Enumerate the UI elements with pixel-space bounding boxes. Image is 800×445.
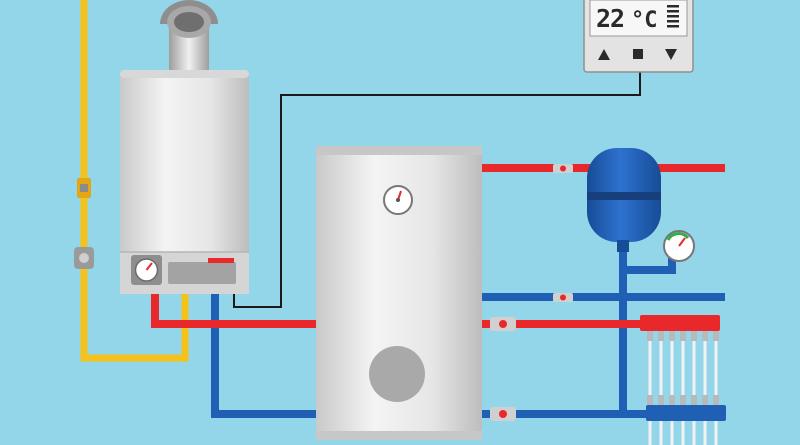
valve-icon <box>490 407 516 421</box>
manifold-loop-outlet <box>670 421 674 445</box>
thermostat-temperature: 22 <box>596 4 624 33</box>
underfloor-manifold <box>640 315 726 445</box>
gas-pipe-union <box>74 247 94 269</box>
manifold-loops <box>647 331 719 445</box>
thermostat-down-button[interactable] <box>665 49 677 60</box>
manifold-port-hot <box>713 331 719 341</box>
valve-icon <box>553 164 573 173</box>
expansion-vessel <box>587 148 661 252</box>
temperature-gauge-icon <box>383 185 413 215</box>
manifold-loop-tube <box>703 331 707 405</box>
thermostat-level-bars <box>667 5 679 28</box>
boiler-display-panel <box>168 262 236 284</box>
manifold-port-hot <box>647 331 653 341</box>
pressure-gauge-icon <box>663 230 695 262</box>
manifold-hot-bar <box>640 315 720 331</box>
hot-water-tank <box>316 146 482 440</box>
manifold-loop-tube <box>648 331 652 405</box>
manifold-loop-outlet <box>681 421 685 445</box>
manifold-cold-bar <box>646 405 726 421</box>
manifold-port-cold <box>658 395 664 405</box>
manifold-loop-tube <box>670 331 674 405</box>
manifold-port-hot <box>658 331 664 341</box>
manifold-loop-outlet <box>692 421 696 445</box>
gas-boiler <box>120 70 249 294</box>
manifold-loop-tube <box>692 331 696 405</box>
manifold-loop-outlet <box>659 421 663 445</box>
manifold-loop-outlet <box>648 421 652 445</box>
gas-valve <box>77 178 91 198</box>
manifold-loop-tube <box>681 331 685 405</box>
valve-icon <box>553 293 573 302</box>
control-wire <box>233 72 641 308</box>
thermostat-up-button[interactable] <box>598 49 610 60</box>
thermostat-stop-button[interactable] <box>633 49 643 59</box>
thermostat-icon: 22 °C <box>583 0 694 73</box>
thermostat-unit: °C <box>631 8 658 33</box>
manifold-port-cold <box>669 395 675 405</box>
pressure-gauge-icon <box>131 255 162 285</box>
manifold-port-hot <box>691 331 697 341</box>
manifold-port-hot <box>702 331 708 341</box>
boiler-status-indicator <box>208 258 234 263</box>
manifold-port-cold <box>691 395 697 405</box>
tank-access-port <box>369 346 425 402</box>
manifold-loop-tube <box>659 331 663 405</box>
valve-icon <box>490 317 516 331</box>
manifold-loop-outlet <box>714 421 718 445</box>
manifold-port-cold <box>702 395 708 405</box>
manifold-loop-tube <box>714 331 718 405</box>
manifold-port-cold <box>680 395 686 405</box>
manifold-port-hot <box>669 331 675 341</box>
boiler-flue <box>160 0 218 76</box>
manifold-port-cold <box>647 395 653 405</box>
manifold-port-hot <box>680 331 686 341</box>
manifold-port-cold <box>713 395 719 405</box>
manifold-loop-outlet <box>703 421 707 445</box>
